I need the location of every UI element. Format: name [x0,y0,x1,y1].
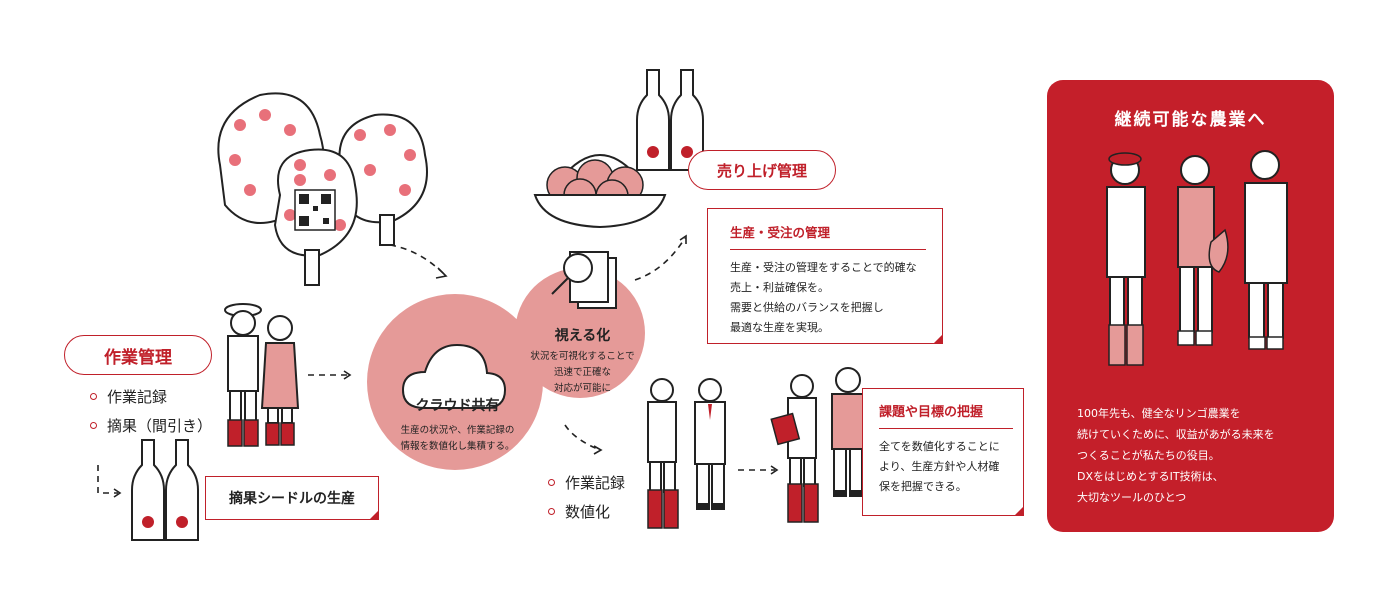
apple-trees-illustration [217,92,428,286]
work-management-list: 作業記録 摘果（間引き） [90,386,212,436]
issues-goals-box: 課題や目標の把握 全てを数値化することに より、生産方針や人材確 保を把握できる… [862,388,1024,516]
managers-illustration [770,367,865,523]
production-order-box: 生産・受注の管理 生産・受注の管理をすることで的確な 売上・利益確保を。 需要と… [707,208,943,344]
production-order-body: 生産・受注の管理をすることで的確な 売上・利益確保を。 需要と供給のバランスを把… [730,261,917,334]
apple-basket-illustration [533,154,667,229]
list-item: 作業記録 [90,386,212,407]
work-management-title: 作業管理 [64,335,212,375]
visualize-title: 視える化 [554,328,611,344]
issues-goals-title: 課題や目標の把握 [879,401,1013,429]
sustainable-farming-panel: 継続可能な農業へ 100年先も、健全なリンゴ農業を 続けていくために、収益があが… [1047,80,1334,532]
production-order-title: 生産・受注の管理 [730,222,926,250]
panel-title: 継続可能な農業へ [1114,110,1267,130]
cloud-share-circle [367,294,543,470]
magnifier-icon [551,251,617,309]
sales-management-title: 売り上げ管理 [688,150,836,190]
list-item: 作業記録 [548,472,625,493]
panel-body: 100年先も、健全なリンゴ農業を 続けていくために、収益があがる未来を つくるこ… [1077,407,1275,504]
issues-goals-body: 全てを数値化することに より、生産方針や人材確 保を把握できる。 [879,440,1000,493]
cloud-share-title: クラウド共有 [415,398,500,414]
farmers-illustration [224,303,300,447]
list-item: 数値化 [548,501,625,522]
cider-bottles-illustration [636,69,704,171]
people-illustration [1106,150,1288,366]
visualize-text: 視える化 状況を可視化することで 迅速で正確な 対応が可能に [520,325,645,397]
list-item: 摘果（間引き） [90,415,212,436]
record-numeric-list: 作業記録 数値化 [548,472,625,522]
cloud-share-text: クラウド共有 生産の状況や、作業記録の 情報を数値化し集積する。 [375,395,540,455]
workers-illustration [647,378,726,529]
cider-production-box: 摘果シードルの生産 [205,476,379,520]
cider-bottles-left-illustration [131,439,199,541]
